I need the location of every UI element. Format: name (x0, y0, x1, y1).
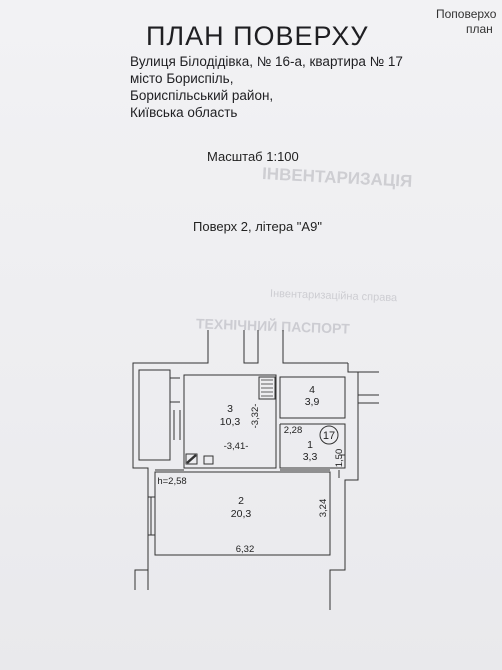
address-line: Київська область (130, 105, 238, 120)
room-1-outline (279, 423, 346, 469)
dimension-label: -3,32- (250, 404, 261, 429)
dimension-label: 3,24 (318, 499, 329, 518)
corner-label: Поповерхо план (436, 7, 497, 36)
dimension-label: 1,50 (334, 449, 345, 468)
wall-line (338, 454, 345, 478)
wall-line (329, 372, 359, 610)
floor-label: Поверх 2, літера "А9" (193, 219, 322, 234)
sink-symbol (203, 455, 214, 465)
dimension-label: 2,28 (284, 425, 303, 436)
room-number: 4 (309, 384, 315, 396)
room-number: 3 (227, 403, 233, 415)
address-line: місто Бориспіль, (130, 71, 234, 86)
wall-line (132, 362, 181, 590)
scale-label: Масштаб 1:100 (207, 149, 299, 164)
room-area: 3,9 (305, 396, 320, 408)
radiator-symbol (258, 376, 276, 400)
room-3-outline (183, 374, 277, 469)
room-number: 1 (307, 439, 313, 451)
room-area: 20,3 (231, 508, 252, 520)
address-line: Вулиця Білодідівка, № 16-а, квартира № 1… (130, 54, 403, 69)
room-2-outline (154, 471, 331, 556)
wall-line (181, 330, 209, 364)
dimension-label: h=2,58 (157, 476, 186, 487)
apartment-number-circle (319, 425, 339, 445)
stove-symbol (185, 453, 198, 465)
address-line: Бориспільський район, (130, 88, 274, 103)
address-block: Вулиця Білодідівка, № 16-а, квартира № 1… (130, 53, 403, 121)
room-area: 10,3 (220, 416, 241, 428)
apartment-number: 17 (323, 430, 335, 442)
window-mark (170, 377, 181, 440)
page-title: ПЛАН ПОВЕРХУ (146, 21, 369, 51)
wall-line (347, 363, 379, 373)
window-mark (148, 496, 155, 536)
room-area: 3,3 (303, 451, 318, 463)
room-number: 2 (238, 495, 244, 507)
dimension-label: -3,41- (224, 441, 249, 452)
dimension-label: 6,32 (236, 544, 255, 555)
wall-line (282, 330, 348, 364)
room-4-outline (279, 376, 346, 419)
balcony-outline (138, 369, 171, 461)
wall-line (243, 330, 259, 364)
